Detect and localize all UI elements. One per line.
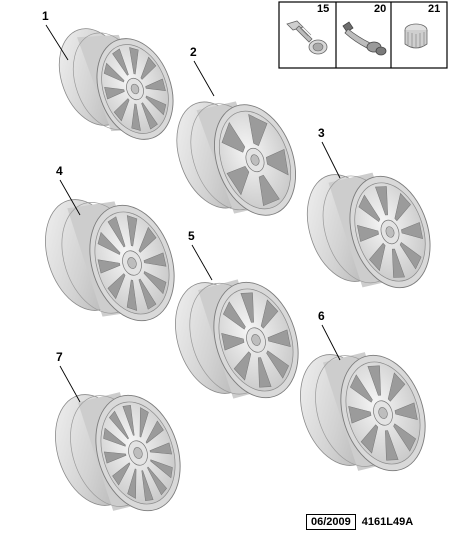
wheel-1	[58, 28, 174, 140]
leader-line-6	[321, 324, 341, 361]
inset-number-21: 21	[428, 3, 440, 15]
leader-line-2	[193, 60, 215, 97]
leader-line-1	[45, 24, 69, 61]
wheel-2	[176, 101, 297, 216]
footer-date: 06/2009	[306, 514, 356, 530]
bolt-cap-icon	[404, 23, 428, 49]
callouts-group: 1 2 3 4 5 6 7	[42, 9, 341, 403]
footer-reference: 4161L49A	[361, 516, 414, 528]
leader-line-5	[191, 244, 213, 281]
wheel-bolt-icon	[286, 20, 328, 55]
parts-inset: 15 20 21	[278, 1, 448, 69]
wheel-4	[45, 199, 175, 322]
leader-line-4	[59, 179, 81, 216]
wheels-group	[45, 28, 431, 512]
leader-line-3	[321, 141, 341, 179]
leader-line-7	[59, 365, 81, 403]
callout-6: 6	[318, 309, 325, 323]
wheel-6	[300, 352, 426, 472]
wheel-5	[175, 279, 299, 399]
wheel-7	[55, 392, 181, 512]
callout-2: 2	[190, 45, 197, 59]
inset-number-15: 15	[317, 3, 329, 15]
inset-number-20: 20	[374, 3, 386, 15]
callout-7: 7	[56, 350, 63, 364]
tyre-valve-icon	[342, 21, 387, 56]
callout-5: 5	[188, 229, 195, 243]
diagram-footer: 06/2009 4161L49A	[306, 514, 413, 530]
callout-4: 4	[56, 164, 63, 178]
callout-1: 1	[42, 9, 49, 23]
callout-3: 3	[318, 126, 325, 140]
wheel-3	[306, 172, 431, 289]
